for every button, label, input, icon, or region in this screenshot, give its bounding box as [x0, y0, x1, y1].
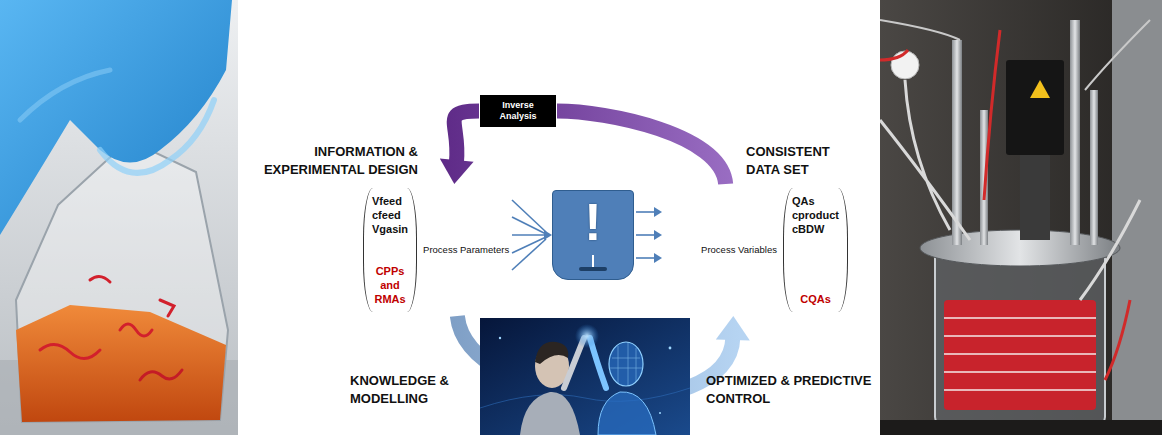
arrow-head: [654, 207, 662, 217]
arrow-head: [716, 316, 750, 340]
bioreactor-icon: !: [552, 190, 634, 280]
process-variable: cproduct: [792, 208, 839, 222]
ai-head: [609, 342, 643, 386]
glass-vessel: [935, 250, 1105, 425]
output-line: [636, 257, 654, 259]
tubing: [880, 80, 1140, 300]
arrow-body: [454, 111, 479, 163]
warning-sticker: [1030, 80, 1050, 98]
stirrer-motor: [1006, 60, 1064, 155]
glove-highlight: [20, 70, 110, 120]
sparkle: [669, 347, 672, 350]
probe: [1070, 20, 1080, 245]
ai-body: [598, 392, 656, 435]
flask-photo: [0, 0, 238, 435]
steel-panel: [1112, 0, 1162, 435]
arrow-head: [654, 253, 662, 263]
human-hair: [535, 342, 568, 364]
sparkle: [659, 412, 661, 414]
air-filter: [891, 51, 919, 79]
probe: [952, 40, 962, 245]
output-line: [636, 234, 654, 236]
process-variable: Vfeed: [372, 194, 408, 208]
bracket: VfeedcfeedVgasinCPPs and RMAs: [363, 188, 417, 312]
output-line: [636, 211, 654, 213]
heating-jacket: [944, 300, 1096, 410]
sparkle: [499, 337, 501, 339]
cycle-arrow: [557, 111, 726, 184]
input-line: [512, 234, 546, 236]
impeller-shaft: [592, 255, 594, 269]
stage-label: OPTIMIZED & PREDICTIVE CONTROL: [706, 372, 878, 408]
arrow-head: [440, 158, 474, 184]
touch-glow: [575, 324, 599, 348]
bracket-caption: Process Parameters: [423, 244, 509, 256]
flask-marking: [140, 370, 182, 380]
input-line: [512, 200, 546, 232]
jacket-coil: [944, 318, 1096, 390]
input-line: [512, 237, 546, 253]
quality-attributes: CQAs: [797, 292, 833, 306]
photo-ground: [0, 0, 238, 435]
flask-marking: [40, 276, 174, 358]
impeller: [573, 255, 613, 275]
gloved-hand: [0, 0, 232, 235]
bioreactor-photo: [880, 0, 1162, 435]
light-streak: [480, 388, 690, 408]
arrow-head: [544, 230, 552, 240]
process-variable: QAs: [792, 194, 839, 208]
probe: [1090, 90, 1098, 245]
bracket-caption: Process Variables: [701, 244, 777, 256]
quality-attributes: CPPs and RMAs: [372, 264, 408, 306]
parameter-bracket: VfeedcfeedVgasinCPPs and RMAs Process Par…: [363, 188, 515, 312]
process-variable: Vgasin: [372, 222, 408, 236]
parameter-bracket: Process Variables QAscproductcBDW CQAs: [695, 188, 848, 312]
flask-body: [16, 150, 228, 422]
arrow-head: [654, 230, 662, 240]
motor-coupling: [1020, 155, 1050, 240]
photo-ground: [880, 0, 1162, 435]
input-line: [512, 239, 546, 270]
image-ground: [480, 318, 690, 435]
glove-highlight: [100, 100, 214, 173]
cable: [880, 20, 1150, 90]
box-label: Inverse Analysis: [486, 100, 550, 122]
cycle-arrow: [440, 111, 479, 184]
bracket: QAscproductcBDW CQAs: [783, 188, 848, 312]
stage-label: KNOWLEDGE & MODELLING: [350, 372, 460, 408]
stage-label: CONSISTENT DATA SET: [746, 143, 846, 179]
bench: [880, 420, 1162, 435]
human-ai-image: [480, 318, 690, 435]
alert-mark: !: [553, 191, 633, 253]
stage-label: INFORMATION & EXPERIMENTAL DESIGN: [238, 143, 418, 179]
human-body: [520, 392, 580, 435]
culture-medium: [16, 305, 226, 422]
process-variable: cfeed: [372, 208, 408, 222]
input-line: [512, 217, 546, 234]
impeller-blade: [581, 267, 605, 271]
ai-wireframe: [610, 342, 642, 386]
arrow-body: [557, 111, 726, 184]
process-variable: cBDW: [792, 222, 839, 236]
analysis-box: Inverse Analysis: [480, 95, 556, 127]
